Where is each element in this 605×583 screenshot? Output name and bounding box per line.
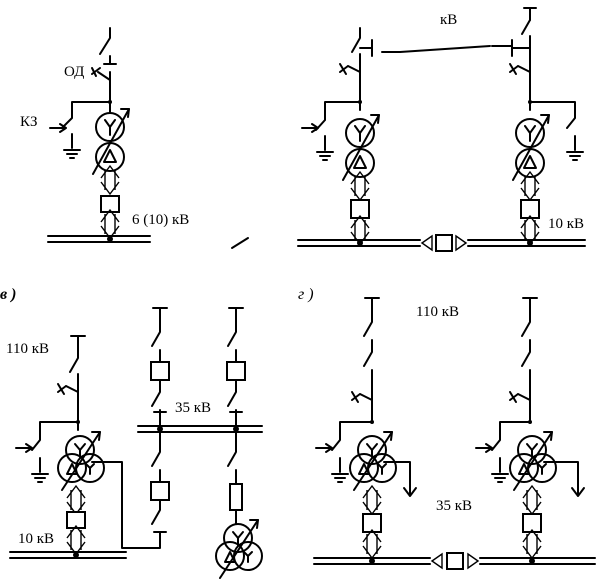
panel-b: кВ 10 кВ — [231, 7, 586, 252]
ground-icon — [63, 149, 81, 159]
transformer-icon — [92, 108, 130, 175]
mv-voltage-label: 35 кВ — [436, 498, 472, 514]
bridge-disconnector — [381, 45, 513, 53]
busbar-sections — [297, 239, 586, 247]
busbar-35kv — [137, 425, 263, 433]
flow-arrows-icon — [100, 209, 120, 239]
lv-voltage-label: 10 кВ — [18, 531, 54, 547]
line-disconnector — [99, 27, 117, 65]
sectional-breaker — [435, 234, 453, 252]
panel-a: ОД КЗ 6 (10) кВ — [20, 27, 189, 243]
hv-voltage-label: 110 кВ — [416, 304, 459, 320]
kz-label: КЗ — [20, 114, 38, 130]
top-voltage-label: кВ — [440, 12, 457, 28]
load-transformer-icon — [215, 519, 263, 579]
od-separator — [91, 67, 111, 101]
bus-voltage-label: 6 (10) кВ — [132, 212, 189, 228]
mv-voltage-label: 35 кВ — [175, 400, 211, 416]
circuit-breaker — [100, 195, 120, 213]
hv-voltage-label: 110 кВ — [6, 341, 49, 357]
panel-c-marker: в ) — [0, 286, 16, 303]
transformer-right-icon — [512, 114, 550, 181]
busbar — [47, 235, 151, 243]
panel-c: в ) 110 кВ 10 кВ 35 кВ — [0, 286, 263, 579]
kz-short-circuiter — [61, 101, 111, 149]
panel-d: г ) 110 кВ 35 кВ — [298, 286, 596, 570]
od-label: ОД — [64, 64, 84, 80]
transformer-left-icon — [342, 114, 380, 181]
panel-d-marker: г ) — [298, 286, 314, 303]
bus-voltage-label: 10 кВ — [548, 216, 584, 232]
